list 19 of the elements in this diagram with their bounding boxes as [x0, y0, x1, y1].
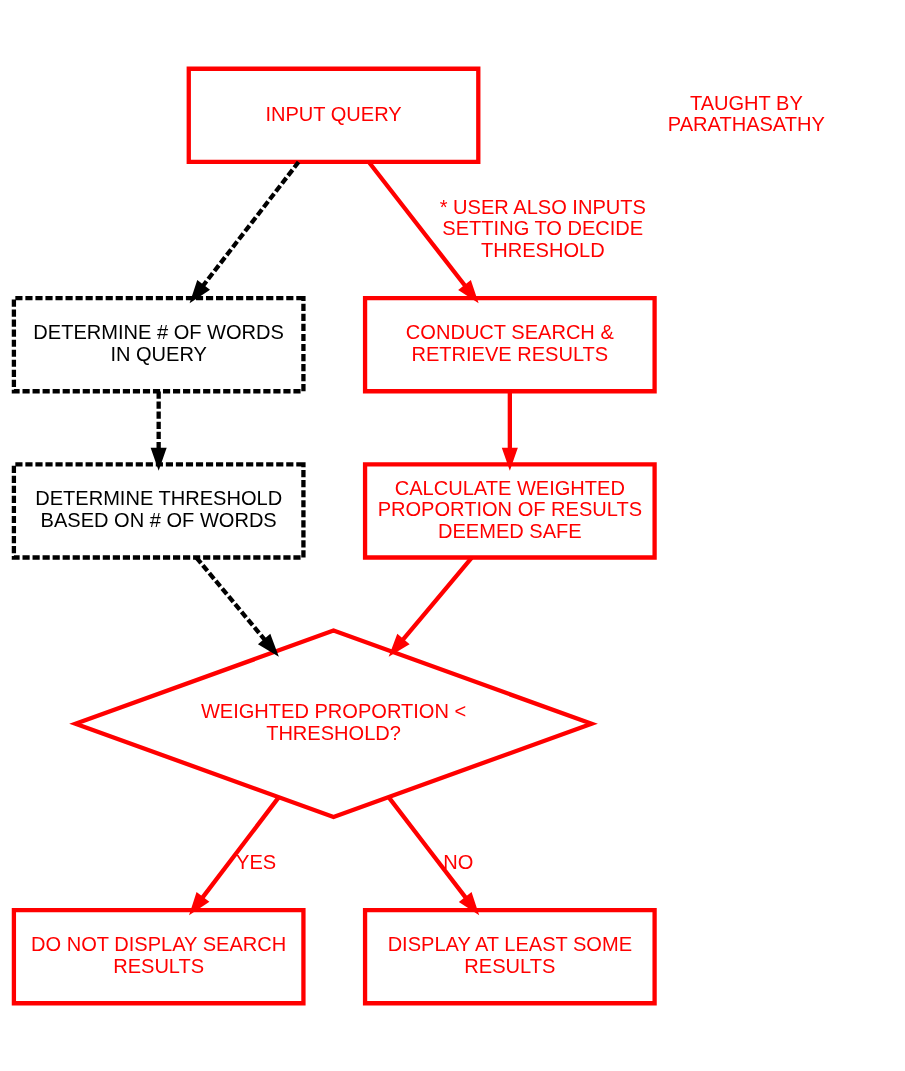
edge-label: * USER ALSO INPUTS SETTING TO DECIDE THRESHOLD	[439, 195, 646, 261]
edge-label: YES	[236, 850, 277, 873]
node-diamond: WEIGHTED PROPORTION < THRESHOLD?	[69, 627, 598, 819]
arrow	[150, 391, 167, 471]
arrow	[387, 795, 480, 915]
node-box: DETERMINE THRESHOLD BASED ON # OF WORDS	[11, 461, 306, 560]
arrow	[501, 391, 518, 471]
node-box: CONDUCT SEARCH & RETRIEVE RESULTS	[362, 295, 657, 393]
node-box: DISPLAY AT LEAST SOME RESULTS	[362, 907, 657, 1005]
node-box: INPUT QUERY	[186, 66, 481, 164]
arrow	[194, 556, 279, 657]
arrow	[189, 795, 281, 915]
node-box: DO NOT DISPLAY SEARCH RESULTS	[11, 907, 306, 1005]
label: TAUGHT BY PARATHASATHY	[667, 91, 825, 135]
edge-label: NO	[443, 850, 474, 873]
node-box: CALCULATE WEIGHTED PROPORTION OF RESULTS DEEMED SAFE	[362, 461, 657, 560]
arrow	[189, 160, 301, 303]
arrow	[388, 556, 474, 657]
node-box: DETERMINE # OF WORDS IN QUERY	[11, 295, 306, 393]
